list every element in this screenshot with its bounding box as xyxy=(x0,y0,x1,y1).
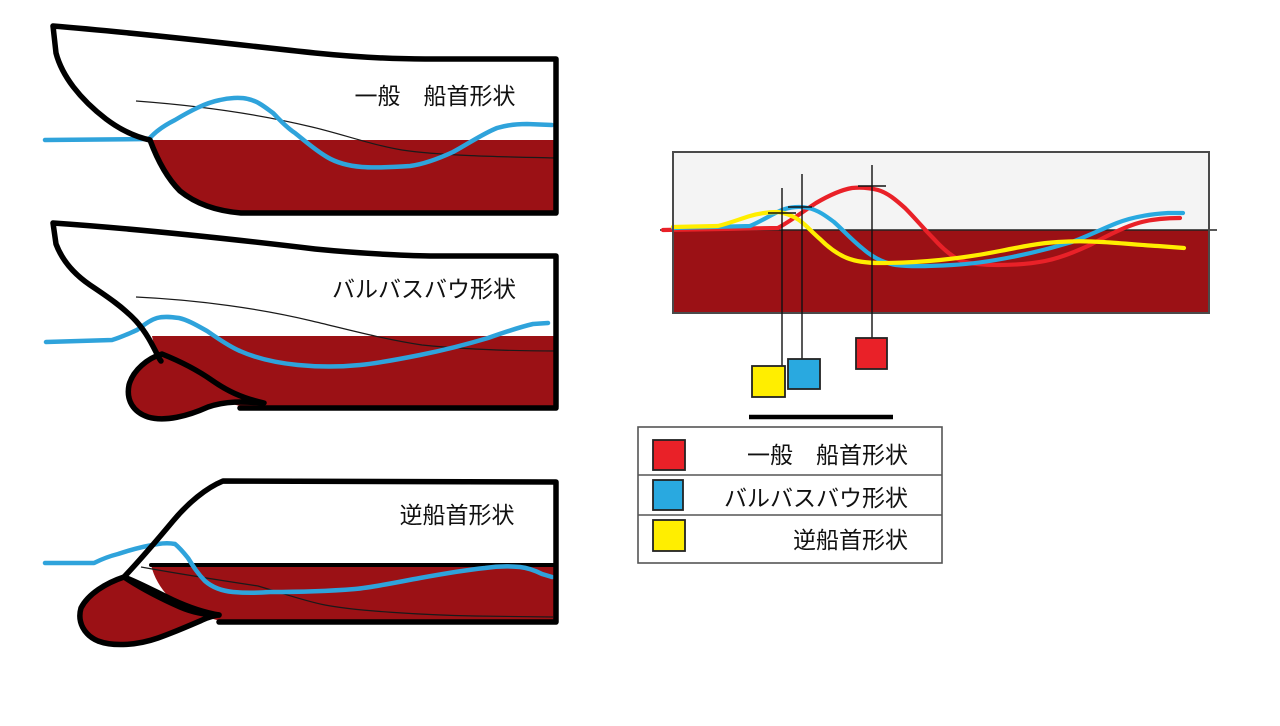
legend-swatch-yellow xyxy=(652,519,686,552)
legend-frame xyxy=(637,426,943,564)
diagram-bulbous-bow: バルバスバウ形状 xyxy=(43,220,559,422)
crest-marker-swatch-yellow xyxy=(751,365,786,398)
legend-swatch-red xyxy=(652,439,686,471)
wave-profile xyxy=(42,541,555,595)
legend-label: 一般 船首形状 xyxy=(747,443,908,469)
bulbous-bulb xyxy=(125,351,267,422)
crest-marker-swatch-blue xyxy=(787,358,821,390)
hull-outline xyxy=(121,478,559,625)
underwater-hull xyxy=(151,565,556,621)
diagram-label: 一般 船首形状 xyxy=(355,84,516,110)
legend-swatch-blue xyxy=(652,479,684,511)
legend-row-inverse: 逆船首形状 xyxy=(652,519,908,554)
crest-marker-bulbous xyxy=(787,174,821,390)
wave-profile xyxy=(43,314,551,369)
diagram-inverse-bow: 逆船首形状 xyxy=(42,478,559,648)
crest-marker-general xyxy=(855,165,888,370)
hull-outline xyxy=(50,23,559,216)
bulbous-bulb xyxy=(77,574,222,648)
diagram-general-bow: 一般 船首形状 xyxy=(42,23,559,216)
hull-reference-line xyxy=(135,100,558,159)
legend-label: バルバスバウ形状 xyxy=(724,486,908,512)
wave-comparison-chart xyxy=(660,151,1217,420)
wave-curve-inverse xyxy=(670,209,1187,266)
legend-row-general: 一般 船首形状 xyxy=(652,439,908,471)
legend-row-bulbous: バルバスバウ形状 xyxy=(652,479,908,512)
underwater-hull xyxy=(150,140,556,213)
hull-reference-line xyxy=(135,296,558,352)
hull-reference-line xyxy=(140,566,554,618)
diagram-label: 逆船首形状 xyxy=(400,503,515,529)
legend-label: 逆船首形状 xyxy=(793,528,908,554)
diagram-label: バルバスバウ形状 xyxy=(332,277,516,303)
wave-profile xyxy=(42,95,555,170)
bulb-inner-line xyxy=(121,574,222,618)
underwater-hull xyxy=(152,336,556,406)
hull-outline xyxy=(50,220,559,411)
crest-marker-inverse xyxy=(751,188,796,398)
chart-legend: 一般 船首形状 バルバスバウ形状 逆船首形状 xyxy=(637,426,943,564)
chart-frame xyxy=(672,151,1210,314)
crest-marker-swatch-red xyxy=(855,337,888,370)
